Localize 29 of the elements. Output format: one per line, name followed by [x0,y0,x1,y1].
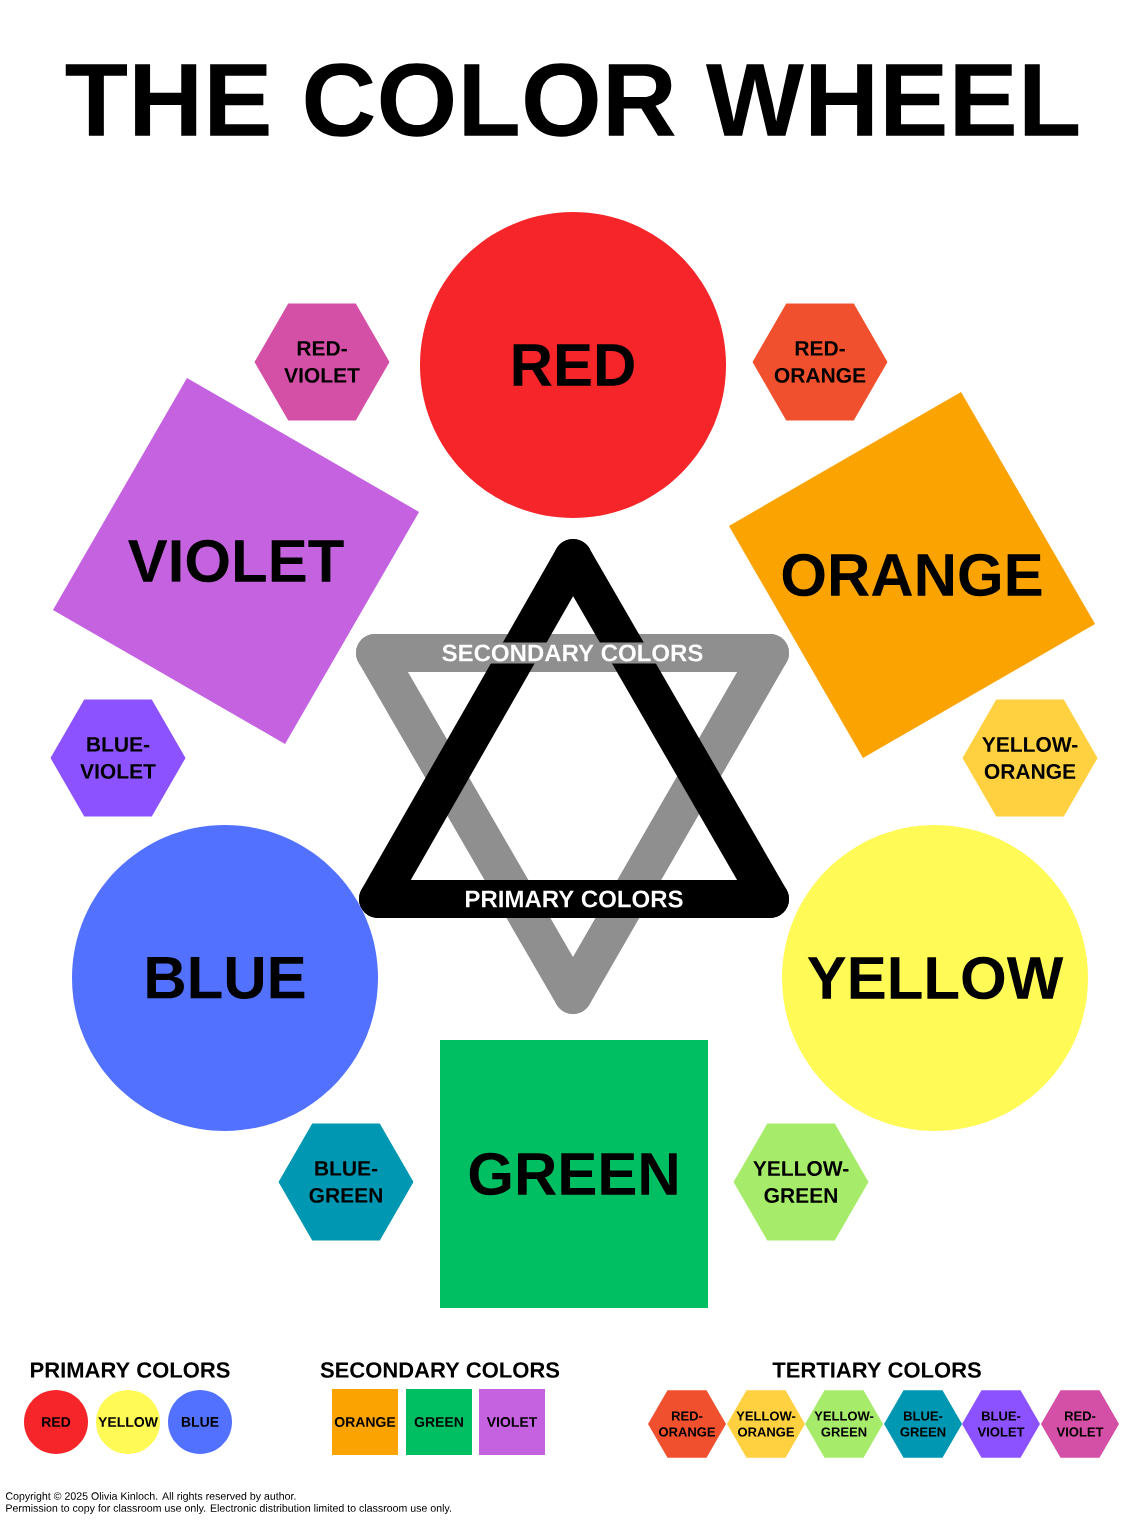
legend-label: RED [42,1417,71,1427]
legend-label: BLUE-GREEN [900,1411,946,1437]
section-heading: SECONDARY COLORS [320,1362,560,1378]
legend-label: YELLOW [98,1417,158,1427]
legend-label: RED-ORANGE [659,1411,715,1437]
color-hexagon: RED-ORANGE [752,303,888,421]
legend-label: YELLOW-ORANGE [736,1411,796,1437]
legend-label: GREEN [414,1417,463,1427]
legend-label: BLUE [181,1417,219,1427]
color-hexagon: BLUE-VIOLET [50,699,186,817]
edge-label: SECONDARY COLORS [439,642,706,664]
copyright-note: Permission to copy for classroom use only. Electronic distribution limited to classroom use only. [6,1504,451,1514]
color-hexagon: RED-VIOLET [254,303,390,421]
copyright-note: Copyright © 2025 Olivia Kinloch. All rights reserved by author. [5,1492,296,1502]
legend-label: ORANGE [334,1417,396,1427]
legend-label: YELLOW-GREEN [814,1411,874,1437]
legend-label: RED-VIOLET [1056,1411,1104,1437]
title: THE COLOR WHEEL [65,63,1079,137]
section-heading: TERTIARY COLORS [772,1362,981,1378]
triangle-line [356,634,592,1014]
edge-label: PRIMARY COLORS [462,888,686,910]
color-hexagon: YELLOW-GREEN [733,1123,869,1241]
color-square: GREEN [440,1040,708,1308]
legend-label: VIOLET [486,1417,538,1427]
color-hexagon: YELLOW-ORANGE [962,699,1098,817]
legend-label: BLUE-VIOLET [977,1411,1025,1437]
section-heading: PRIMARY COLORS [31,1362,230,1378]
triangle-line [359,539,592,918]
color-hexagon: BLUE-GREEN [278,1123,414,1241]
